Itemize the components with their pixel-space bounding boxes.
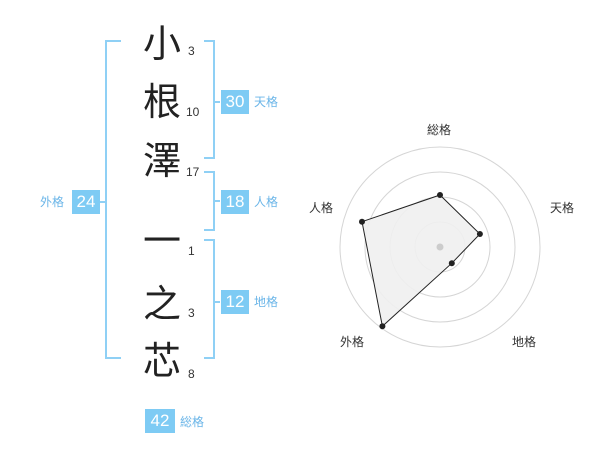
name-char-4: 一 <box>143 219 182 263</box>
tenkaku-label: 天格 <box>254 95 279 109</box>
radar-ring-3 <box>364 171 516 323</box>
radar-point-3 <box>448 260 455 267</box>
radar-ring-4 <box>339 146 541 348</box>
gaikaku-badge: 24 <box>72 190 100 214</box>
stroke-count-5: 3 <box>188 306 195 320</box>
jinkaku-badge: 18 <box>221 190 249 214</box>
stroke-count-2: 10 <box>186 105 200 119</box>
jinkaku-bracket <box>204 171 220 231</box>
radar-axis-tenkaku: 天格 <box>550 201 575 215</box>
chikaku-bracket <box>204 239 220 359</box>
radar-axis-chikaku: 地格 <box>512 335 537 349</box>
name-char-5: 之 <box>143 282 182 326</box>
gaikaku-bracket <box>99 40 121 359</box>
name-char-6: 芯 <box>143 339 182 383</box>
radar-axis-soukaku: 総格 <box>427 123 452 137</box>
chikaku-badge: 12 <box>221 290 249 314</box>
radar-chart <box>339 146 541 348</box>
tenkaku-badge: 30 <box>221 90 249 114</box>
name-char-3: 澤 <box>143 139 182 183</box>
radar-value-polygon <box>361 194 481 328</box>
name-char-2: 根 <box>143 80 182 124</box>
radar-axis-jinkaku: 人格 <box>309 201 334 215</box>
radar-center-dot <box>436 243 444 251</box>
chikaku-label: 地格 <box>254 295 279 309</box>
gaikaku-label: 外格 <box>40 195 65 209</box>
radar-point-2 <box>476 231 483 237</box>
name-char-1: 小 <box>143 22 182 66</box>
soukaku-badge: 42 <box>145 409 175 433</box>
tenkaku-bracket <box>204 40 220 159</box>
stroke-count-1: 3 <box>188 44 195 58</box>
radar-point-4 <box>379 323 386 330</box>
soukaku-label: 総格 <box>180 415 205 429</box>
stroke-count-6: 8 <box>188 367 195 381</box>
radar-axis-gaikaku: 外格 <box>340 335 365 349</box>
radar-point-1 <box>437 192 443 198</box>
radar-point-5 <box>359 218 365 225</box>
radar-points <box>359 192 483 330</box>
stroke-count-3: 17 <box>186 165 200 179</box>
jinkaku-label: 人格 <box>254 195 279 209</box>
stroke-count-4: 1 <box>188 244 195 258</box>
